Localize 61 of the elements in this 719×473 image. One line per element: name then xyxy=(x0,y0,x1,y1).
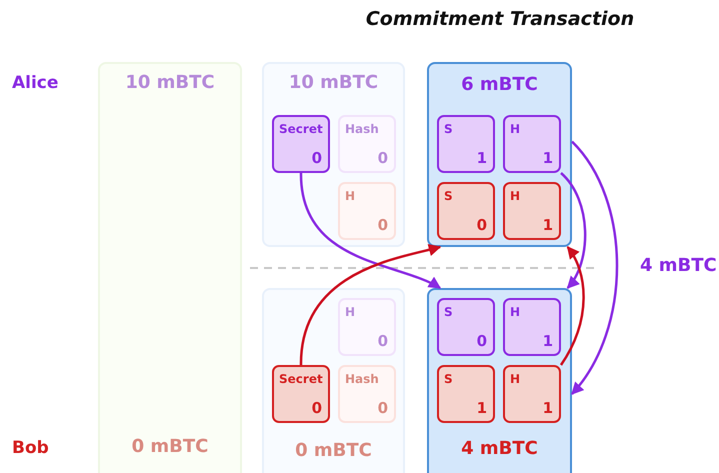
balance-amount: 6 mBTC xyxy=(460,74,539,95)
tile-value: 1 xyxy=(542,216,553,234)
balance-column xyxy=(427,288,572,473)
value-tile xyxy=(272,115,330,173)
value-tile xyxy=(503,182,561,240)
tile-name: Secret xyxy=(279,372,323,386)
tile-value: 0 xyxy=(378,149,388,167)
balance-amount: 0 mBTC xyxy=(130,436,210,457)
tile-name: H xyxy=(510,122,520,136)
tile-value: 1 xyxy=(476,399,487,417)
tile-value: 0 xyxy=(312,149,322,167)
arrow xyxy=(560,172,586,289)
value-tile xyxy=(338,365,396,423)
arrow xyxy=(300,172,442,290)
party-name: Alice xyxy=(12,73,58,93)
tile-name: H xyxy=(345,189,356,203)
value-tile xyxy=(338,115,396,173)
tile-name: H xyxy=(510,189,520,203)
tile-name: Secret xyxy=(279,122,323,136)
tile-name: S xyxy=(444,189,453,203)
tile-name: S xyxy=(444,122,453,136)
balance-column xyxy=(262,62,405,247)
value-tile xyxy=(437,298,495,356)
value-tile xyxy=(503,115,561,173)
balance-amount: 10 mBTC xyxy=(124,72,216,93)
balance-column xyxy=(262,288,405,473)
tile-name: Hash xyxy=(345,372,379,386)
value-tile xyxy=(338,298,396,356)
tile-value: 1 xyxy=(542,332,553,350)
arrow xyxy=(571,140,618,395)
arrow xyxy=(300,244,442,366)
value-tile xyxy=(437,365,495,423)
tile-value: 0 xyxy=(476,332,487,350)
value-tile xyxy=(338,182,396,240)
balance-amount: 0 mBTC xyxy=(294,440,373,461)
tile-value: 0 xyxy=(476,216,487,234)
tile-value: 0 xyxy=(378,216,388,234)
tile-name: S xyxy=(444,372,453,386)
value-tile xyxy=(437,115,495,173)
tile-name: H xyxy=(510,305,520,319)
value-tile xyxy=(272,365,330,423)
value-tile xyxy=(437,182,495,240)
tile-value: 1 xyxy=(542,399,553,417)
balance-amount: 4 mBTC xyxy=(460,438,539,459)
value-tile xyxy=(503,298,561,356)
tile-value: 1 xyxy=(476,149,487,167)
balance-column xyxy=(427,62,572,247)
party-name: Bob xyxy=(12,438,49,458)
arrow xyxy=(560,246,585,366)
balance-column xyxy=(98,62,242,473)
diagram-title: Commitment Transaction xyxy=(364,8,636,30)
tile-value: 1 xyxy=(542,149,553,167)
tile-name: H xyxy=(510,372,520,386)
balance-amount: 10 mBTC xyxy=(288,72,380,93)
tile-name: H xyxy=(345,305,356,319)
tile-name: Hash xyxy=(345,122,379,136)
tile-value: 0 xyxy=(312,399,322,417)
value-tile xyxy=(503,365,561,423)
tile-name: S xyxy=(444,305,453,319)
tile-value: 0 xyxy=(378,399,388,417)
tile-value: 0 xyxy=(378,332,388,350)
